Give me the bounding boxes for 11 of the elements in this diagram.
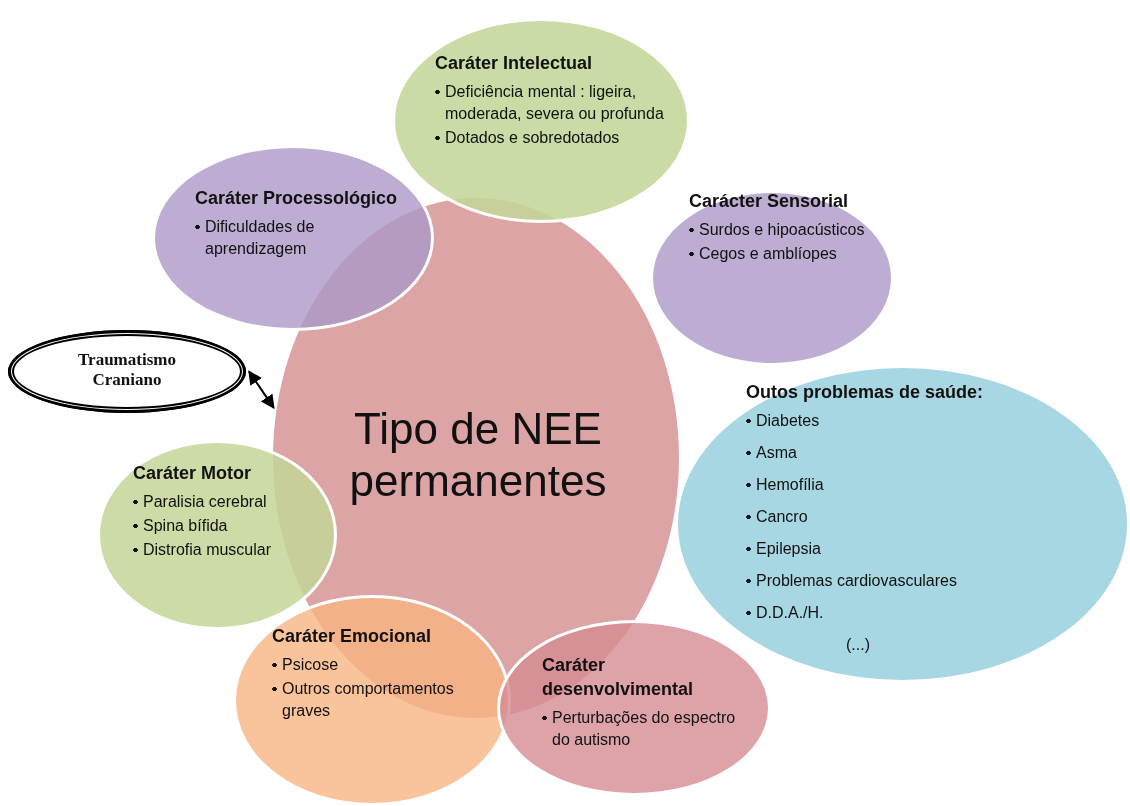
list-item: (...) (845, 635, 871, 655)
category-heading: Carácter Sensorial (689, 190, 850, 213)
category-heading: Caráter Intelectual (435, 52, 594, 75)
center-title: Tipo de NEE permanentes (348, 403, 608, 507)
category-heading: Caráter Emocional (272, 625, 433, 648)
category-heading: Caráter desenvolvimental (542, 654, 695, 701)
category-heading: Caráter Motor (133, 462, 253, 485)
double-headed-arrow (248, 370, 275, 410)
category-heading: Caráter Processológico (195, 187, 399, 210)
node-label: Traumatismo Craniano (77, 350, 177, 390)
category-heading: Outos problemas de saúde: (746, 381, 985, 404)
